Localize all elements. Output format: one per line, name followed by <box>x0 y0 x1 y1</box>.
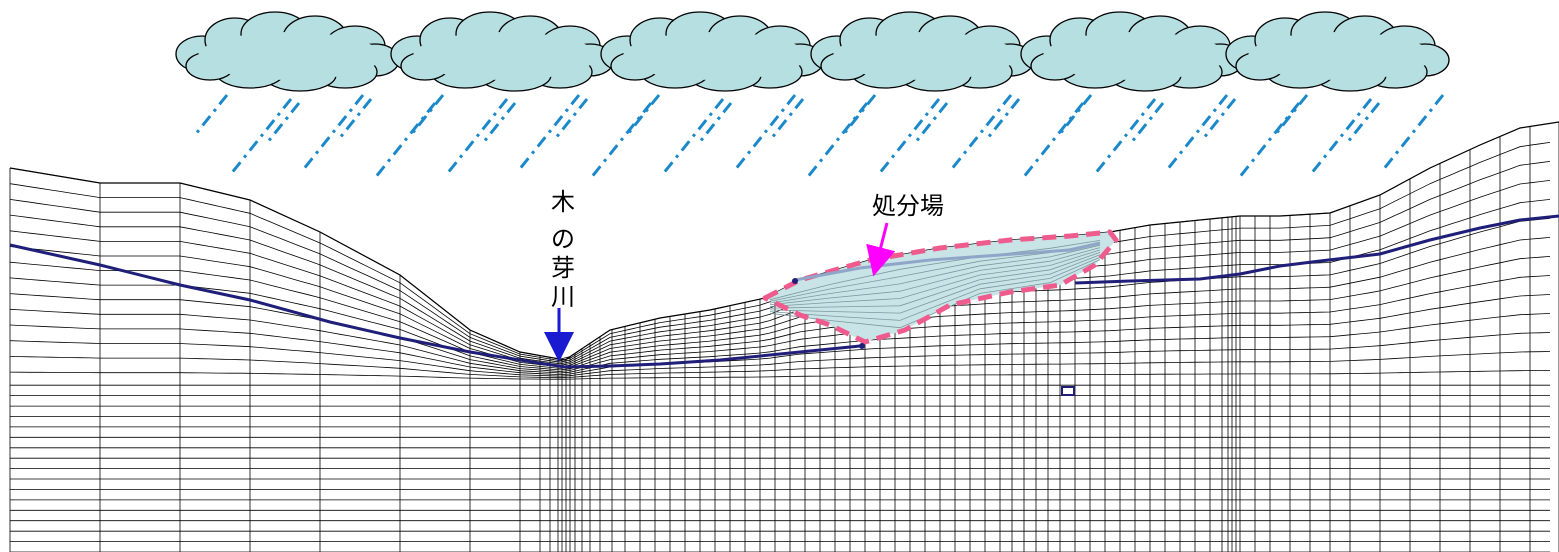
rain-streaks <box>193 94 1445 179</box>
landfill-groundwater-line <box>794 241 1101 282</box>
river-label-char: 川 <box>551 283 575 311</box>
rain-streak <box>733 94 797 171</box>
cloud-core <box>198 32 382 80</box>
rain-streak <box>661 98 725 175</box>
cloud-core <box>1043 32 1227 80</box>
rain-streak <box>1129 102 1165 144</box>
rain-streak <box>1201 98 1237 140</box>
mesh-layer-line <box>9 237 1551 369</box>
mesh-layer-line <box>9 180 1551 365</box>
river-label-char-4: 川 <box>551 283 575 311</box>
rain-streak <box>301 94 365 171</box>
landfill-layer-line <box>769 254 1101 314</box>
cloud-core <box>413 32 597 80</box>
groundwater-level-line-upper <box>1074 214 1559 285</box>
rain-streak <box>1273 94 1309 136</box>
rain-streak <box>949 94 1013 171</box>
rain-streak <box>697 102 733 144</box>
observation-point <box>792 278 798 284</box>
rain-streak <box>373 102 437 179</box>
mesh-layer-line <box>9 275 1551 372</box>
landfill-layer-line <box>769 240 1101 301</box>
cloud-row <box>175 11 1450 92</box>
rain-streak <box>337 98 373 140</box>
rain-streak <box>841 94 877 136</box>
mesh-layer-line <box>9 294 1551 374</box>
cloud-core <box>833 32 1017 80</box>
river-label-char: 木 <box>551 188 575 216</box>
landfill-label: 処分場 <box>872 192 944 220</box>
mesh-layer-line <box>9 256 1551 371</box>
rain-streak <box>1237 102 1301 179</box>
mesh-layer-line <box>9 351 1551 379</box>
rain-streak <box>589 102 653 179</box>
groundwater-level-line <box>9 243 861 369</box>
rain-streak <box>805 102 869 179</box>
rain-streak <box>193 94 229 136</box>
landfill-layer-line <box>769 252 1101 309</box>
rain-streak <box>409 94 445 136</box>
mesh-layer-line <box>9 199 1551 366</box>
cloud-core <box>1248 32 1432 80</box>
rain-streak <box>985 98 1021 140</box>
rain-streak <box>769 98 805 140</box>
river-label-char: の <box>551 225 575 253</box>
river-label-char-3: 芽 <box>551 254 575 282</box>
landfill-layer-line <box>769 244 1101 304</box>
rain-streak <box>1021 102 1085 179</box>
rain-streak <box>1381 94 1445 171</box>
rain-streak <box>913 102 949 144</box>
rain-streak <box>445 98 509 175</box>
rain-streak <box>625 94 661 136</box>
landfill-outline <box>762 229 1119 345</box>
cloud-core <box>623 32 807 80</box>
mesh-layer-line <box>9 332 1551 377</box>
rain-streak <box>517 94 581 171</box>
rain-streak <box>1057 94 1093 136</box>
river-label-char-2: の <box>551 225 575 253</box>
rain-streak <box>229 98 293 175</box>
rain-streak <box>481 102 517 144</box>
monitoring-well-marker <box>1061 386 1075 396</box>
landfill-arrow <box>866 222 896 277</box>
rain-streak <box>877 98 941 175</box>
mesh-layer-line <box>9 370 1551 380</box>
river-label-char: 芽 <box>551 254 575 282</box>
landfill-layer-line <box>769 247 1101 306</box>
landfill-layer-line <box>769 256 1101 321</box>
rain-streak <box>1165 94 1229 171</box>
rain-streak <box>1309 98 1373 175</box>
rain-streak <box>265 102 301 144</box>
river-label-char-1: 木 <box>551 188 575 216</box>
mesh-layer-line <box>9 313 1551 376</box>
mesh-grid <box>9 121 1559 552</box>
mesh-layer-line <box>9 218 1551 368</box>
rain-streak <box>1345 102 1381 144</box>
rain-streak <box>553 98 589 140</box>
observation-point <box>859 343 865 349</box>
landfill-layer-line <box>769 249 1101 307</box>
rain-streak <box>1093 98 1157 175</box>
